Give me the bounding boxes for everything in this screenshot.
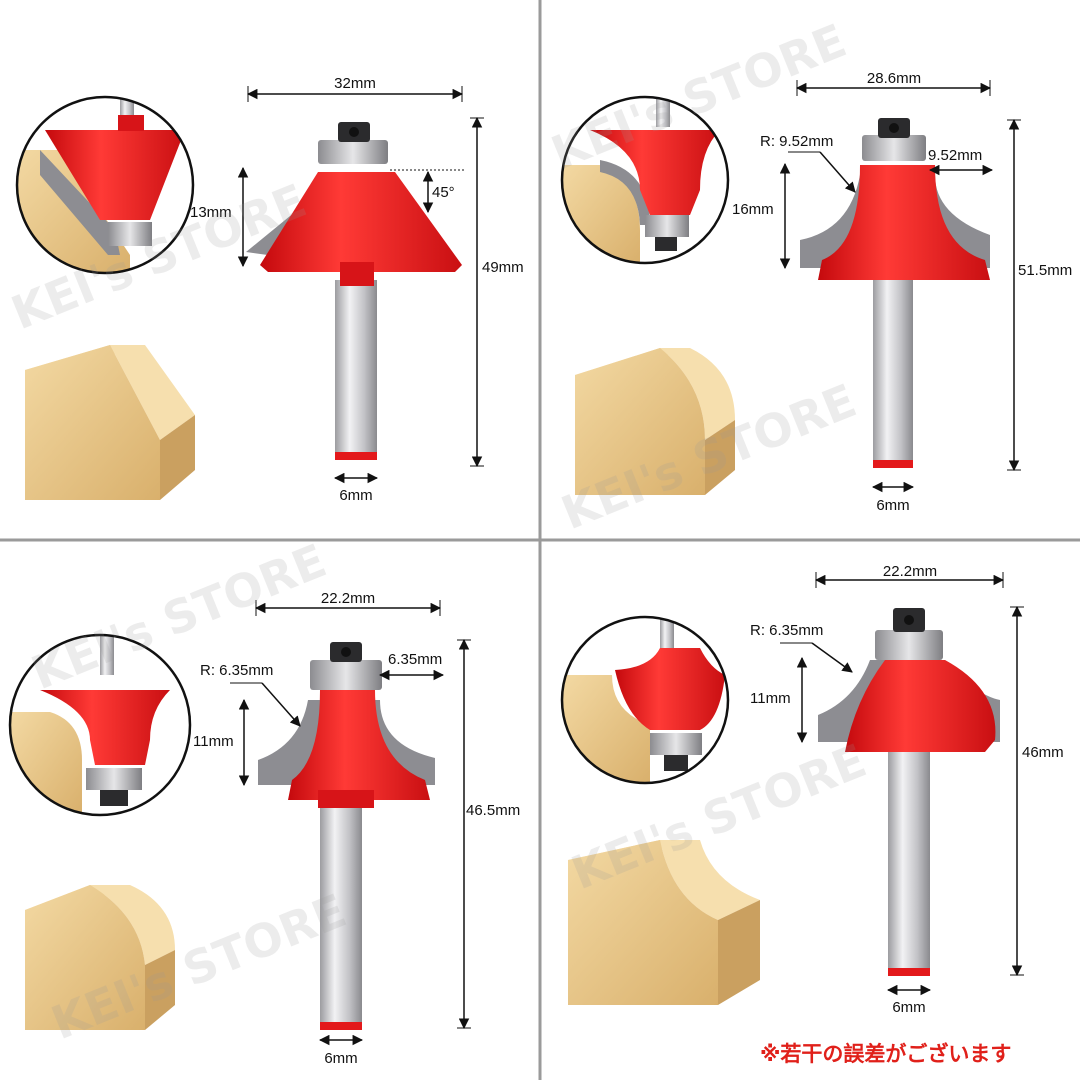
zoom-inset-4 [562, 617, 728, 783]
wood-sample-roundover-large [575, 348, 735, 495]
dim-radius-4: R: 6.35mm [750, 622, 823, 639]
dim-height-4: 11mm [750, 690, 791, 707]
zoom-inset-1 [17, 97, 193, 273]
dim-radius-2: R: 9.52mm [760, 133, 833, 150]
router-bit-cove [818, 608, 1000, 976]
dim-length-1: 49mm [482, 259, 524, 276]
dim-shank-4: 6mm [892, 999, 925, 1016]
wood-sample-chamfer [25, 345, 195, 500]
panel-roundover-small: 22.2mm R: 6.35mm 6.35mm 11mm 46.5mm 6mm [8, 590, 520, 1067]
router-bit-roundover-small [258, 642, 435, 1030]
dim-angle-1: 45° [432, 184, 455, 201]
dim-height-2: 16mm [732, 201, 774, 218]
panel-chamfer: 32mm 13mm 45° 49mm 6mm [15, 75, 524, 504]
router-bit-chamfer [246, 122, 462, 460]
dim-shank-1: 6mm [339, 487, 372, 504]
dim-width-1: 32mm [334, 75, 376, 92]
dim-shank-2: 6mm [876, 497, 909, 514]
wood-sample-cove [568, 840, 760, 1005]
dim-height-3: 11mm [193, 733, 234, 750]
zoom-inset-2 [562, 97, 728, 263]
wood-sample-roundover-small [25, 885, 175, 1030]
disclaimer-note: ※若干の誤差がございます [760, 1042, 1012, 1066]
watermark-text-4: KEI's STORE [24, 533, 334, 700]
dim-length-4: 46mm [1022, 744, 1064, 761]
dim-radius-3: R: 6.35mm [200, 662, 273, 679]
dim-cut-2: 9.52mm [928, 147, 982, 164]
dim-length-3: 46.5mm [466, 802, 520, 819]
dim-height-1: 13mm [190, 204, 232, 221]
dim-width-4: 22.2mm [883, 563, 937, 580]
panel-cove: 22.2mm R: 6.35mm 11mm 46mm 6mm [560, 563, 1064, 1016]
router-bit-roundover-large [800, 118, 990, 468]
dim-cut-3: 6.35mm [388, 651, 442, 668]
panel-roundover-large: 28.6mm R: 9.52mm 9.52mm 16mm 51.5mm 6mm [560, 70, 1072, 514]
dim-width-2: 28.6mm [867, 70, 921, 87]
dim-shank-3: 6mm [324, 1050, 357, 1067]
dim-width-3: 22.2mm [321, 590, 375, 607]
dim-length-2: 51.5mm [1018, 262, 1072, 279]
